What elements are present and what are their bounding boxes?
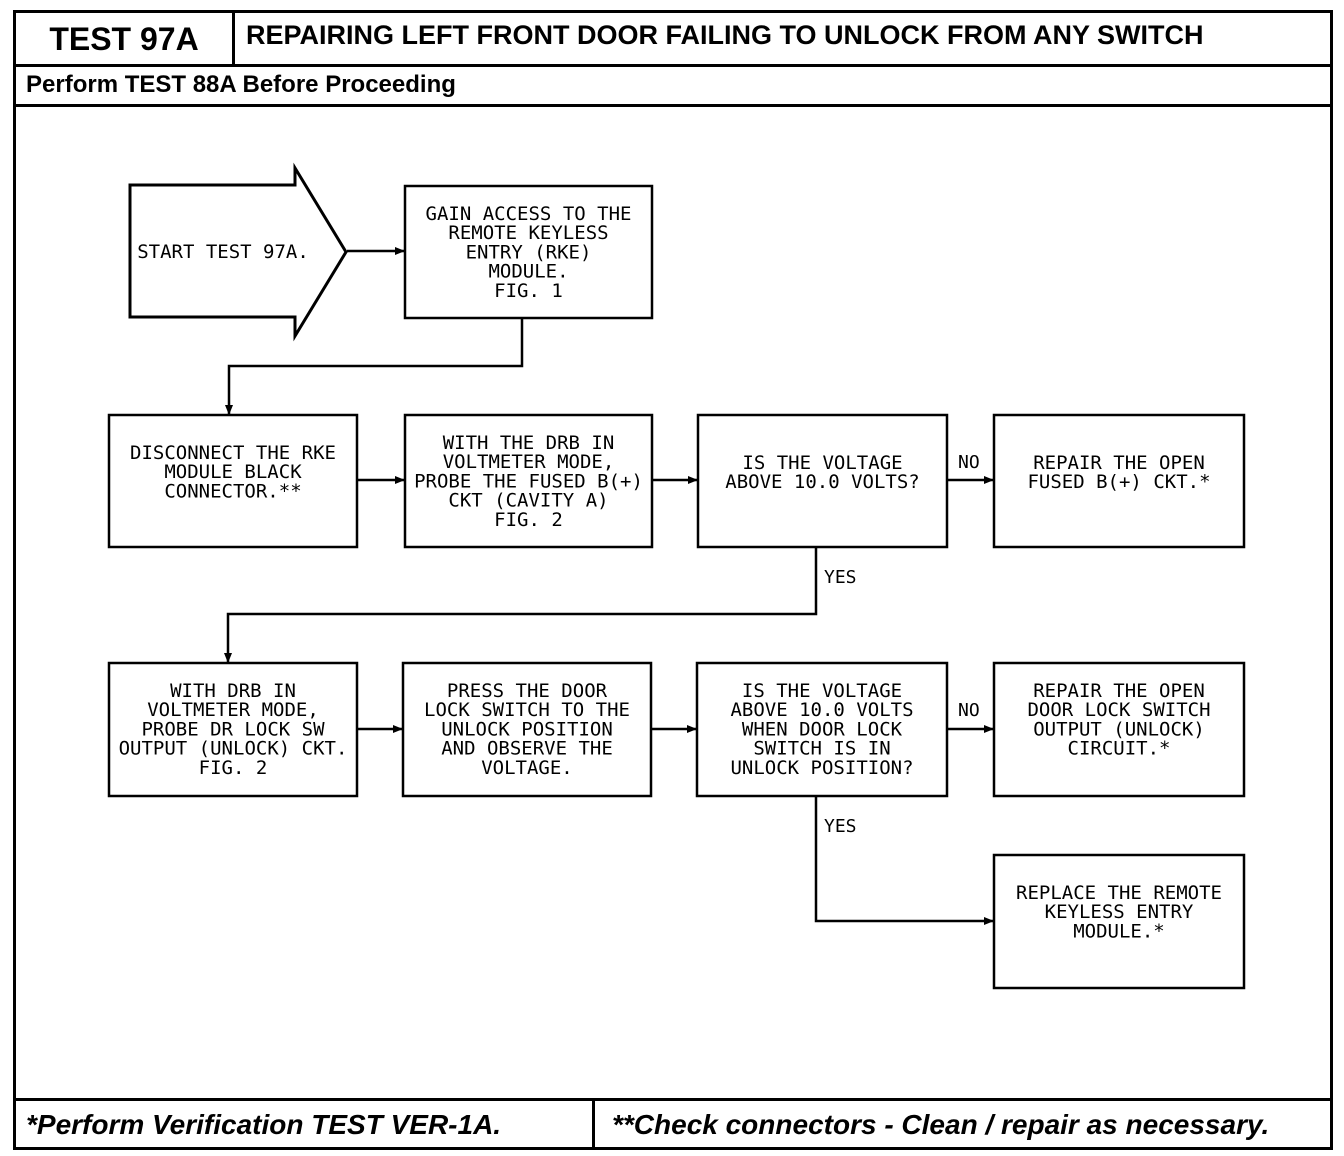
page-title: REPAIRING LEFT FRONT DOOR FAILING TO UNL… bbox=[246, 19, 1204, 50]
test-id: TEST 97A bbox=[49, 20, 199, 57]
flow-node-text-line: UNLOCK POSITION? bbox=[730, 757, 913, 779]
prereq-divider bbox=[13, 104, 1333, 107]
header-id-divider bbox=[232, 10, 235, 66]
flow-node-text-line: IS THE VOLTAGE bbox=[742, 452, 902, 474]
flow-edge-label-yes: YES bbox=[824, 816, 857, 837]
flow-box bbox=[403, 184, 654, 320]
flow-box bbox=[992, 413, 1246, 549]
page-frame bbox=[13, 10, 1333, 1150]
flow-box bbox=[695, 661, 949, 798]
flow-node-text-line: DISCONNECT THE RKE bbox=[130, 442, 336, 464]
footer-divider bbox=[13, 1098, 1333, 1101]
start-arrow-shape bbox=[128, 162, 348, 342]
flow-node-text-line: CKT (CAVITY A) bbox=[448, 490, 608, 512]
flow-node-text-line: REPAIR THE OPEN bbox=[1033, 452, 1205, 474]
flow-node-text-line: WHEN DOOR LOCK bbox=[742, 718, 903, 740]
flow-node-text-line: MODULE BLACK bbox=[164, 461, 302, 483]
header-divider bbox=[13, 64, 1333, 67]
flow-box bbox=[107, 661, 359, 798]
flow-node-text-line: PROBE DR LOCK SW bbox=[141, 718, 325, 740]
flow-node-text-line: MODULE.* bbox=[1073, 920, 1165, 942]
flow-box bbox=[992, 661, 1246, 798]
flow-box bbox=[403, 413, 654, 549]
flow-node-text-line: START TEST 97A. bbox=[137, 241, 309, 263]
flow-box bbox=[992, 853, 1246, 990]
flow-box bbox=[401, 661, 653, 798]
flow-edge-voltage-check-2-to-replace-module bbox=[814, 796, 994, 925]
flow-node-text-line: OUTPUT (UNLOCK) CKT. bbox=[119, 738, 348, 760]
flow-edge-voltage-check-1-to-probe-lock-sw bbox=[224, 547, 818, 663]
flow-node-text-line: FIG. 2 bbox=[199, 757, 268, 779]
flow-node-text-line: ABOVE 10.0 VOLTS? bbox=[725, 471, 919, 493]
prerequisite-note: Perform TEST 88A Before Proceeding bbox=[26, 71, 456, 98]
flow-node-text-line: SWITCH IS IN bbox=[753, 738, 890, 760]
flow-box bbox=[696, 413, 949, 549]
flow-edge-label-yes: YES bbox=[824, 567, 857, 588]
flow-node-text-line: PRESS THE DOOR bbox=[447, 680, 608, 702]
footer-note-verification: *Perform Verification TEST VER-1A. bbox=[26, 1109, 502, 1140]
flow-node-text-line: FIG. 2 bbox=[494, 509, 563, 531]
flow-node-text-line: AND OBSERVE THE bbox=[441, 738, 613, 760]
flow-node-text-line: FIG. 1 bbox=[494, 280, 563, 302]
flow-node-text-line: IS THE VOLTAGE bbox=[742, 680, 902, 702]
flow-node-text-line: CONNECTOR.** bbox=[164, 480, 301, 502]
flow-node-text-line: REMOTE KEYLESS bbox=[448, 222, 608, 244]
flow-edge-gain-access-to-disconnect bbox=[225, 318, 524, 415]
flow-node-text-line: VOLTAGE. bbox=[481, 757, 573, 779]
flow-box bbox=[107, 413, 359, 549]
flow-node-text-line: PROBE THE FUSED B(+) bbox=[414, 470, 643, 492]
flow-node-text-line: VOLTMETER MODE, bbox=[147, 699, 319, 721]
flow-node-text-line: ABOVE 10.0 VOLTS bbox=[730, 699, 913, 721]
flow-edge-label-no: NO bbox=[958, 452, 980, 473]
flow-node-text-line: DOOR LOCK SWITCH bbox=[1027, 699, 1210, 721]
flow-node-text-line: ENTRY (RKE) bbox=[466, 241, 592, 263]
flow-node-text-line: CIRCUIT.* bbox=[1068, 738, 1171, 760]
flow-edge-label-no: NO bbox=[958, 700, 980, 721]
flow-node-start: START TEST 97A. bbox=[128, 162, 348, 342]
flow-node-text-line: REPAIR THE OPEN bbox=[1033, 680, 1205, 702]
flow-node-text-line: FUSED B(+) CKT.* bbox=[1027, 471, 1210, 493]
footer-mid-divider bbox=[592, 1098, 595, 1150]
flow-node-text-line: LOCK SWITCH TO THE bbox=[424, 699, 630, 721]
footer-note-connectors: **Check connectors - Clean / repair as n… bbox=[612, 1109, 1270, 1140]
flow-node-text-line: VOLTMETER MODE, bbox=[443, 451, 615, 473]
flow-node-text-line: UNLOCK POSITION bbox=[441, 718, 613, 740]
flow-node-text-line: WITH THE DRB IN bbox=[443, 432, 615, 454]
flow-node-text-line: GAIN ACCESS TO THE bbox=[426, 203, 632, 225]
flow-node-text-line: MODULE. bbox=[488, 261, 568, 283]
flow-node-text-line: WITH DRB IN bbox=[170, 680, 296, 702]
flow-node-text-line: KEYLESS ENTRY bbox=[1045, 901, 1194, 923]
flow-node-text-line: OUTPUT (UNLOCK) bbox=[1033, 718, 1205, 740]
flow-node-text-line: REPLACE THE REMOTE bbox=[1016, 882, 1222, 904]
